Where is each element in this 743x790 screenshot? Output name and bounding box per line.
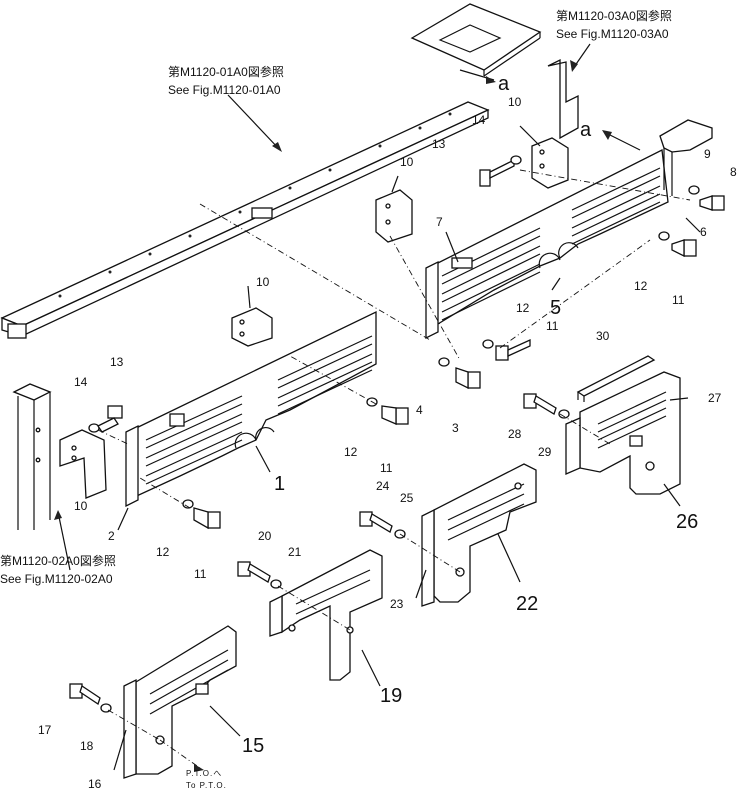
fasteners (69, 155, 725, 713)
callout: 10 (508, 95, 522, 109)
bracket-10-top-right (531, 58, 579, 189)
bracket-10-left (59, 429, 107, 499)
callout: 18 (80, 739, 94, 753)
callout: 19 (380, 685, 402, 707)
callout: 16 (88, 777, 102, 790)
callout: 2 (108, 529, 115, 543)
callout: 12 (344, 445, 358, 459)
callouts: 1 2 4 3 5 6 7 8 9 10 10 10 10 11 11 11 1… (38, 95, 737, 790)
callout: 3 (452, 421, 459, 435)
frame-beam (0, 101, 490, 339)
callout: 22 (516, 593, 538, 615)
ref-top-left-jp: 第M1120-01A0図参照 (168, 64, 284, 79)
callout: 12 (516, 301, 530, 315)
callout: 26 (676, 511, 698, 533)
callout: 12 (156, 545, 170, 559)
strip-30 (576, 355, 656, 402)
callout: 5 (550, 297, 561, 319)
panel-15 (123, 625, 237, 779)
bracket-10-upper (375, 189, 413, 243)
arrow-icon (194, 764, 204, 772)
callout: 7 (436, 215, 443, 229)
callout: 11 (380, 461, 393, 475)
callout: 13 (432, 137, 446, 151)
callout: 14 (472, 113, 486, 127)
callout: 20 (258, 529, 272, 543)
arrow-icon (54, 510, 62, 520)
callout: 29 (538, 445, 552, 459)
ref-top-right-en: See Fig.M1120-03A0 (556, 27, 669, 41)
callout: 9 (704, 147, 711, 161)
arrow-icon (602, 130, 612, 140)
callout: 12 (634, 279, 648, 293)
callout: 27 (708, 391, 722, 405)
marker-a-right: a (580, 119, 592, 141)
panel-26 (565, 371, 681, 495)
callout: 1 (274, 473, 285, 495)
callout: 11 (546, 319, 559, 333)
callout: 21 (288, 545, 302, 559)
center-lines (97, 169, 691, 769)
left-post (12, 383, 52, 530)
bracket-10-mid (231, 307, 273, 347)
callout: 14 (74, 375, 88, 389)
arrow-icon (486, 76, 496, 84)
callout: 11 (194, 567, 207, 581)
ref-bottom-left-jp: 第M1120-02A0図参照 (0, 553, 116, 568)
ref-top-left-en: See Fig.M1120-01A0 (168, 83, 281, 97)
callout: 10 (400, 155, 414, 169)
callout: 30 (596, 329, 610, 343)
pto-line1: P.T.O.へ (186, 769, 222, 778)
callout: 15 (242, 735, 264, 757)
callout: 25 (400, 491, 414, 505)
arrow-icons (54, 60, 612, 772)
callout: 23 (390, 597, 404, 611)
arrow-icon (272, 142, 282, 152)
panel-22 (421, 463, 537, 607)
bar-6 (659, 119, 713, 196)
callout: 10 (256, 275, 270, 289)
panel-19 (269, 549, 383, 681)
callout: 17 (38, 723, 52, 737)
pto-line2: To P.T.O. (186, 781, 227, 790)
callout: 10 (74, 499, 88, 513)
ref-top-right-jp: 第M1120-03A0図参照 (556, 8, 672, 23)
callout: 13 (110, 355, 124, 369)
callout: 28 (508, 427, 522, 441)
callout: 6 (700, 225, 707, 239)
arrow-icon (570, 60, 578, 72)
callout: 8 (730, 165, 737, 179)
ref-bottom-left-en: See Fig.M1120-02A0 (0, 572, 113, 586)
marker-a-top: a (498, 73, 510, 95)
top-plate (410, 3, 542, 77)
callout: 11 (672, 293, 685, 307)
callout: 4 (416, 403, 423, 417)
panel-1 (125, 310, 377, 508)
panel-5 (425, 149, 669, 340)
callout: 24 (376, 479, 390, 493)
